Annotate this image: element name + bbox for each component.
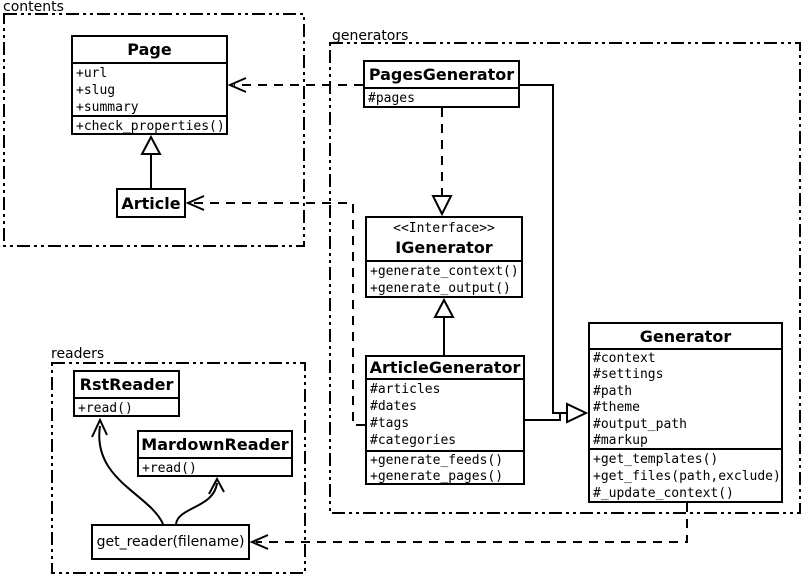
class-articlegenerator-name: ArticleGenerator (369, 358, 521, 377)
class-pagesgenerator-name: PagesGenerator (368, 65, 515, 84)
attribute: #path (593, 383, 633, 399)
package-generators-border (329, 42, 801, 514)
inheritance-articlegenerator-to-generator-line (525, 412, 566, 421)
method: +read() (142, 461, 197, 475)
method: +generate_output() (370, 281, 511, 296)
class-page-attributes: +url +slug +summary (73, 62, 226, 115)
class-pagesgenerator-attributes: #pages (365, 87, 518, 106)
method: +check_properties() (76, 119, 225, 133)
class-generator-name: Generator (639, 326, 732, 346)
open-arrowhead-rstreader (91, 417, 108, 438)
class-articlegenerator: ArticleGenerator #articles #dates #tags … (365, 355, 525, 485)
method: +get_files(path,exclude) (593, 469, 781, 484)
method: +generate_context() (370, 264, 519, 279)
arrow-getreader-to-rstreader-curve (98, 425, 164, 525)
class-rstreader-name: RstReader (79, 375, 174, 394)
attribute: #pages (368, 91, 415, 106)
attribute: #dates (370, 399, 417, 414)
class-page-name: Page (127, 40, 172, 59)
open-arrowhead-mardownreader (208, 476, 225, 495)
method: +generate_pages() (370, 469, 504, 483)
attribute: #output_path (593, 416, 687, 432)
package-label-readers: readers (51, 346, 105, 362)
package-readers-border (51, 362, 306, 574)
hollow-triangle-igenerator-bottom (433, 297, 455, 318)
inheritance-pagesgenerator-to-generator-line (520, 84, 566, 414)
class-igenerator-stereotype: <<Interface>> (393, 221, 495, 236)
attribute: +slug (76, 83, 116, 98)
attribute: #markup (593, 433, 648, 448)
package-label-contents: contents (3, 0, 64, 15)
get-reader-label: get_reader(filename) (96, 534, 245, 550)
arrow-getreader-to-mardownreader-curve (175, 482, 218, 525)
hollow-triangle-page (140, 134, 162, 155)
class-igenerator-methods: +generate_context() +generate_output() (367, 260, 521, 296)
class-mardownreader-methods: +read() (139, 457, 291, 475)
attribute: #articles (370, 382, 441, 397)
class-page-methods: +check_properties() (73, 115, 226, 133)
class-article: Article (116, 188, 186, 218)
attribute: #context (593, 351, 656, 366)
attribute: +summary (76, 100, 139, 115)
hollow-triangle-igenerator-top (431, 195, 453, 217)
method: +read() (78, 401, 133, 415)
class-page: Page +url +slug +summary +check_properti… (71, 35, 228, 135)
method: +generate_feeds() (370, 453, 504, 468)
class-generator-methods: +get_templates() +get_files(path,exclude… (590, 448, 781, 501)
class-igenerator: <<Interface>> IGenerator +generate_conte… (365, 216, 523, 298)
attribute: #theme (593, 400, 640, 416)
dependency-generator-to-getreader-line (256, 503, 688, 543)
hollow-triangle-generator (566, 402, 589, 424)
attribute: +url (76, 66, 108, 81)
attribute: #tags (370, 416, 410, 431)
class-mardownreader-name: MardownReader (141, 435, 289, 454)
class-igenerator-header: <<Interface>> IGenerator (367, 218, 521, 260)
open-arrowhead-getreader (249, 534, 269, 550)
class-article-name: Article (121, 193, 181, 213)
get-reader-node: get_reader(filename) (91, 524, 250, 560)
open-arrowhead-article (185, 195, 205, 211)
attribute: #categories (370, 433, 457, 448)
class-generator-attributes: #context #settings #path #theme #output_… (590, 348, 781, 448)
package-contents-border (3, 13, 305, 247)
class-articlegenerator-attributes: #articles #dates #tags #categories (367, 378, 523, 450)
class-igenerator-name: IGenerator (395, 238, 493, 257)
attribute: #settings (593, 367, 664, 383)
class-pagesgenerator: PagesGenerator #pages (363, 60, 520, 108)
method: #_update_context() (593, 486, 734, 501)
class-mardownreader: MardownReader +read() (137, 430, 293, 477)
method: +get_templates() (593, 452, 719, 467)
class-articlegenerator-methods: +generate_feeds() +generate_pages() (367, 450, 523, 483)
dependency-articlegenerator-to-article-line (192, 202, 365, 426)
class-rstreader-methods: +read() (75, 397, 178, 415)
class-generator: Generator #context #settings #path #them… (588, 322, 783, 503)
open-arrowhead-page (227, 77, 247, 93)
package-label-generators: generators (332, 28, 409, 44)
class-rstreader: RstReader +read() (73, 370, 180, 417)
